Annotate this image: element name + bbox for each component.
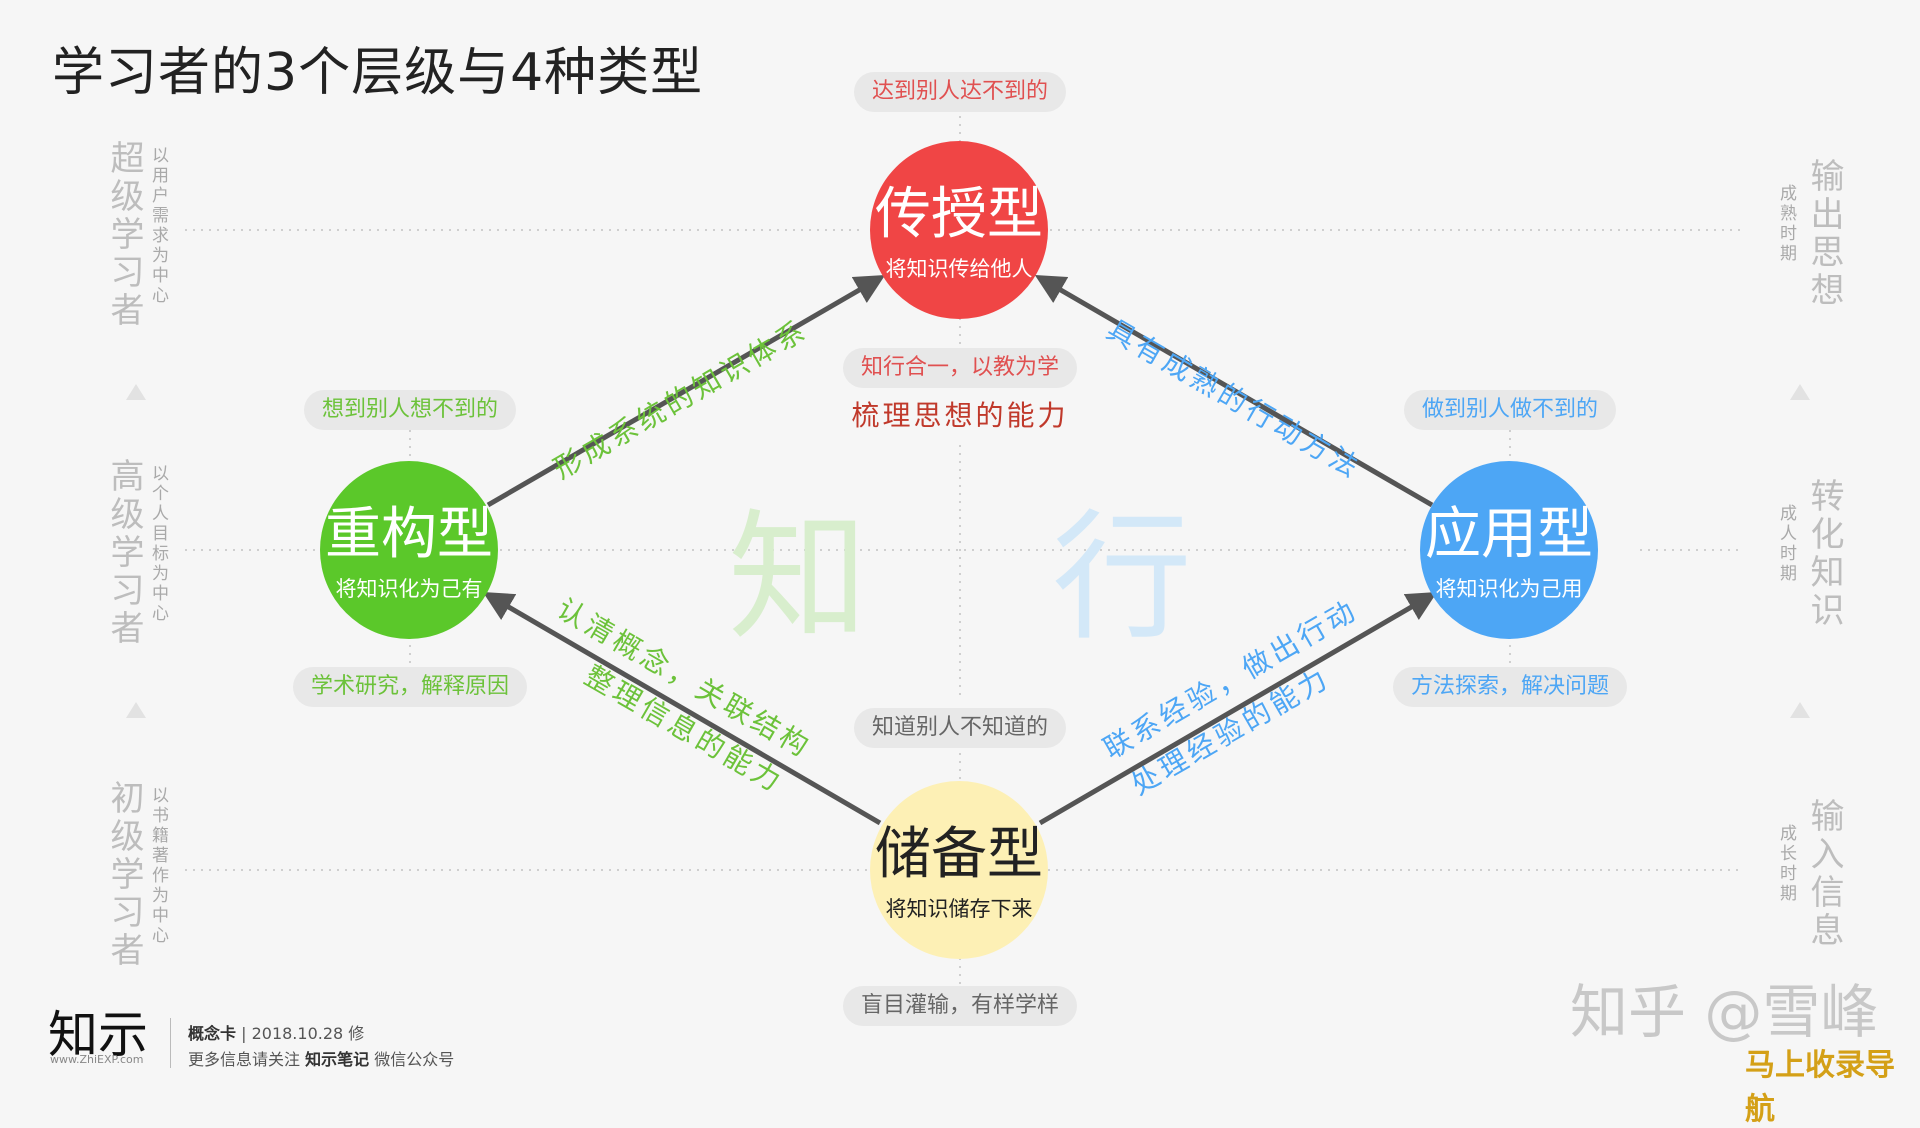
level-beginner-name: 初级学习者 [104, 780, 144, 970]
pill-right-below: 方法探索，解决问题 [1392, 667, 1628, 707]
card-type: 概念卡 [188, 1024, 237, 1043]
node-apply: 应用型 将知识化为己用 [1420, 461, 1598, 639]
node-restructure-title: 重构型 [325, 502, 493, 567]
node-apply-desc: 将知识化为己用 [1435, 577, 1583, 601]
node-teach-title: 传授型 [875, 182, 1043, 247]
follow-brand: 知示笔记 [305, 1050, 370, 1069]
brand-url: www.ZhiEXP.com [50, 1053, 144, 1066]
pill-right-above: 做到别人做不到的 [1403, 390, 1617, 430]
node-teach: 传授型 将知识传给他人 [870, 141, 1048, 319]
node-teach-desc: 将知识传给他人 [885, 257, 1033, 281]
concept-card: 学习者的3个层级与4种类型 超级学习者 以用户需求为中心 高级学习者 以个人目标… [48, 43, 1895, 1127]
footer-divider [170, 1018, 171, 1068]
up-arrow-icon [1790, 384, 1810, 400]
page-title: 学习者的3个层级与4种类型 [52, 43, 704, 103]
follow-pre: 更多信息请关注 [188, 1050, 301, 1069]
pill-top-below: 知行合一，以教为学 [842, 348, 1078, 388]
node-restructure: 重构型 将知识化为己有 [320, 461, 498, 639]
pill-top-above: 达到别人达不到的 [853, 72, 1067, 112]
footer-follow: 更多信息请关注 知示笔记 微信公众号 [188, 1046, 454, 1070]
site-watermark: 马上收录导航 [1745, 1048, 1895, 1127]
level-super-name: 超级学习者 [104, 140, 144, 330]
follow-post: 微信公众号 [374, 1050, 455, 1069]
level-advanced-name: 高级学习者 [104, 458, 144, 648]
center-ability-label: 梳理思想的能力 [851, 399, 1069, 432]
stage-output-name: 输出思想 [1804, 158, 1844, 310]
arrow-apply-to-teach [1034, 274, 1434, 508]
guide-lines [185, 108, 1740, 990]
level-super-desc: 以用户需求为中心 [148, 146, 168, 306]
pill-left-above: 想到别人想不到的 [303, 390, 517, 430]
pill-left-below: 学术研究，解释原因 [292, 667, 528, 707]
stage-input-period: 成长时期 [1776, 824, 1796, 904]
up-arrow-icon [1790, 702, 1810, 718]
stage-input-name: 输入信息 [1804, 798, 1844, 950]
diamond-arrows [482, 274, 1438, 826]
doing-char: 行 [1052, 497, 1193, 660]
stage-output-period: 成熟时期 [1776, 184, 1796, 264]
node-restructure-desc: 将知识化为己有 [335, 577, 483, 601]
brand-logo: 知示 [48, 1006, 148, 1064]
node-store: 储备型 将知识储存下来 [870, 781, 1048, 959]
up-arrow-icon [126, 702, 146, 718]
knowing-char: 知 [728, 497, 869, 660]
node-apply-title: 应用型 [1425, 502, 1593, 567]
pill-bottom-above: 知道别人不知道的 [853, 708, 1067, 748]
level-beginner-desc: 以书籍著作为中心 [148, 786, 168, 946]
up-arrow-icon [126, 384, 146, 400]
card-date: | 2018.10.28 修 [241, 1024, 365, 1043]
stage-transform-name: 转化知识 [1804, 478, 1844, 630]
arrow-store-to-apply [1038, 591, 1438, 826]
node-store-title: 储备型 [875, 822, 1043, 887]
stage-transform-period: 成人时期 [1776, 504, 1796, 584]
arrow-store-to-restructure [482, 591, 882, 826]
zhihu-watermark: 知乎 @雪峰 [1570, 978, 1879, 1046]
node-store-desc: 将知识储存下来 [885, 897, 1033, 921]
arrow-restructure-to-teach [486, 274, 886, 508]
footer-meta: 概念卡 | 2018.10.28 修 [188, 1020, 364, 1044]
level-advanced-desc: 以个人目标为中心 [148, 464, 168, 624]
pill-bottom-below: 盲目灌输，有样学样 [842, 986, 1078, 1026]
